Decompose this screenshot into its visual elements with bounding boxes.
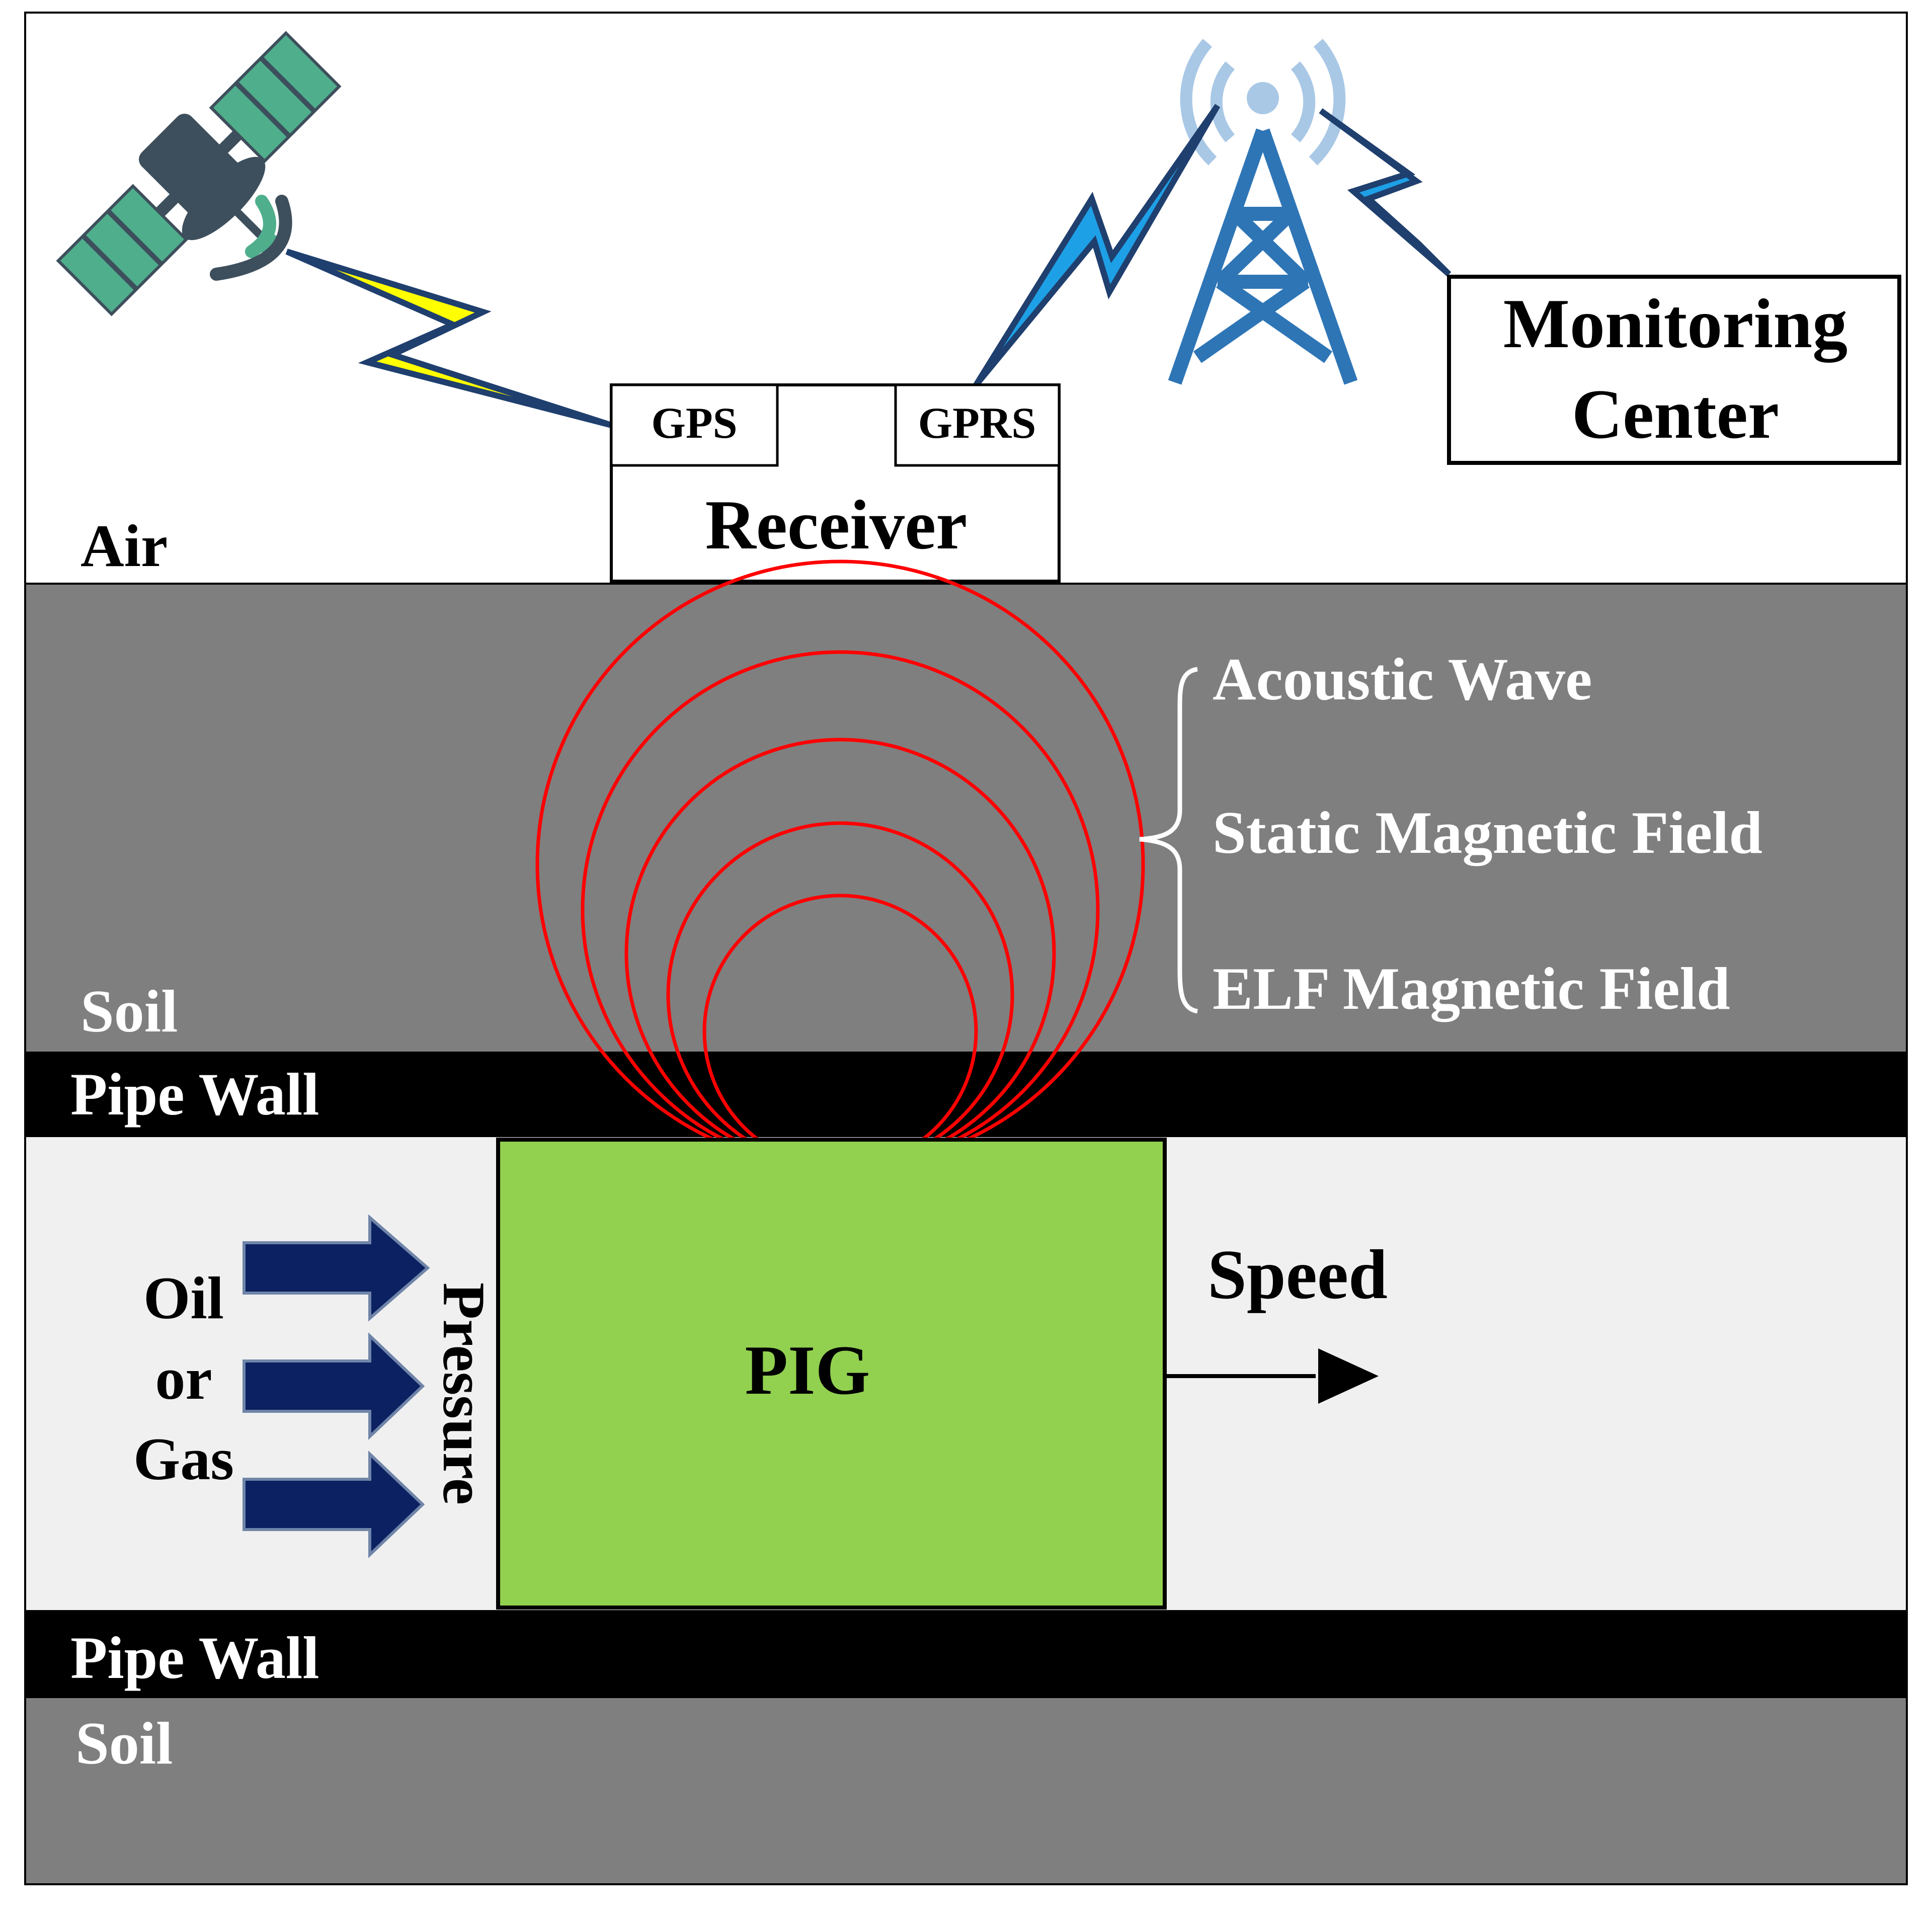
signal-acoustic-wave: Acoustic Wave <box>1213 646 1592 712</box>
speed-label: Speed <box>1208 1236 1388 1314</box>
monitoring-center-box: Monitoring Center <box>1447 275 1901 465</box>
speed-arrowhead <box>1318 1348 1379 1404</box>
signal-elf-magnetic-field: ELF Magnetic Field <box>1213 955 1730 1022</box>
satellite-icon <box>56 31 342 316</box>
soil-upper-label: Soil <box>80 978 178 1045</box>
flow-or-label: or <box>155 1345 212 1412</box>
flow-arrow-3 <box>243 1451 425 1558</box>
gps-label: GPS <box>651 399 737 448</box>
monitoring-center-line2: Center <box>1572 375 1779 453</box>
radio-tower-icon <box>1168 39 1358 385</box>
signal-static-magnetic-field: Static Magnetic Field <box>1213 799 1762 866</box>
flow-gas-label: Gas <box>133 1425 234 1492</box>
pipe-wall-upper-label: Pipe Wall <box>70 1061 319 1128</box>
flow-arrow-1 <box>243 1214 430 1322</box>
flow-arrow-2 <box>243 1332 425 1440</box>
receiver-box: GPS GPRS Receiver <box>610 383 1061 583</box>
soil-lower-layer <box>25 1698 1907 1884</box>
pig-label: PIG <box>745 1331 870 1409</box>
gprs-label: GPRS <box>918 399 1036 448</box>
monitoring-center-line1: Monitoring <box>1503 285 1847 363</box>
pressure-label: Pressure <box>431 1283 498 1505</box>
signals-brace <box>1139 667 1198 1014</box>
pipe-wall-lower <box>25 1610 1907 1698</box>
flow-arrows <box>243 1214 430 1558</box>
tower-link <box>1319 108 1452 277</box>
soil-upper-layer <box>25 584 1907 1052</box>
flow-oil-label: Oil <box>143 1264 224 1331</box>
gprs-module <box>894 383 1061 467</box>
air-label: Air <box>80 512 168 579</box>
gprs-link <box>973 104 1221 387</box>
receiver-label: Receiver <box>705 486 968 564</box>
soil-lower-label: Soil <box>75 1710 173 1777</box>
pipe-wall-upper <box>25 1052 1907 1137</box>
pipe-wall-lower-label: Pipe Wall <box>70 1624 319 1691</box>
pig-body <box>496 1138 1167 1610</box>
gps-module <box>610 383 779 467</box>
